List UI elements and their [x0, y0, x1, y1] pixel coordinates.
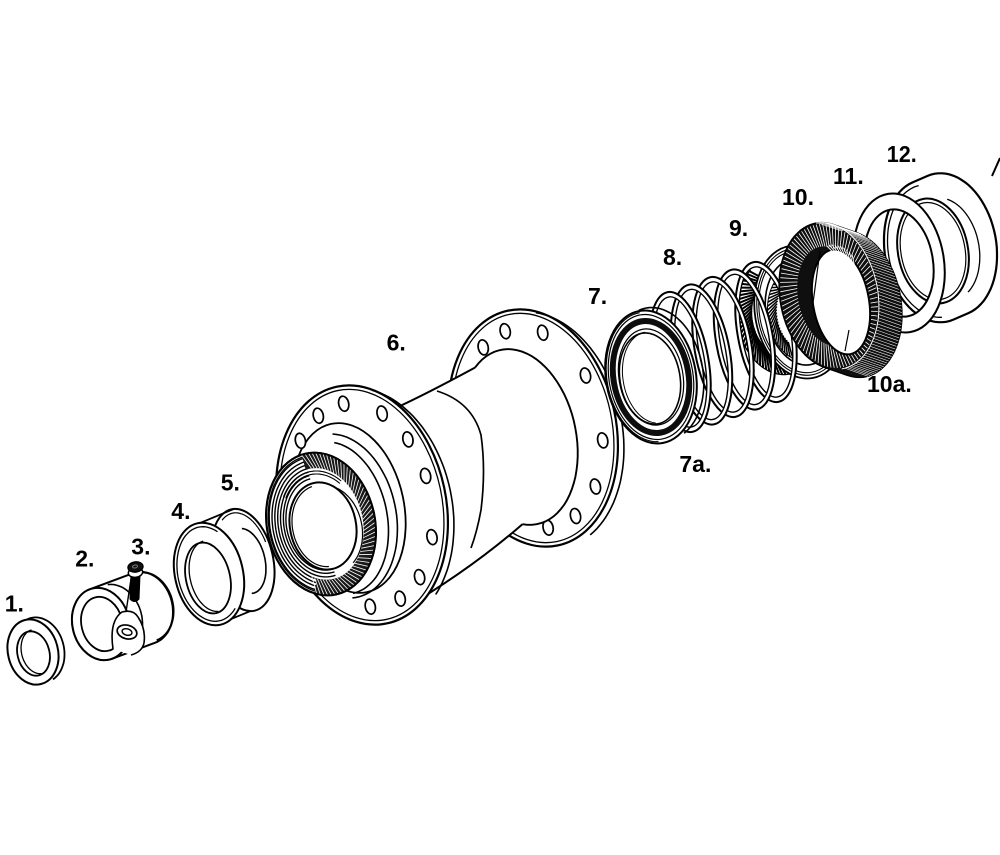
svg-text:3.: 3. — [131, 534, 150, 560]
svg-text:6.: 6. — [387, 330, 406, 356]
svg-text:10a.: 10a. — [867, 371, 912, 397]
svg-text:2.: 2. — [75, 545, 94, 571]
svg-text:7a.: 7a. — [679, 451, 711, 477]
svg-text:8.: 8. — [663, 244, 682, 270]
svg-text:4.: 4. — [171, 498, 190, 524]
svg-text:10.: 10. — [782, 184, 814, 210]
svg-text:11.: 11. — [833, 163, 864, 189]
svg-text:1.: 1. — [5, 591, 24, 617]
svg-text:12.: 12. — [887, 141, 917, 167]
svg-text:9.: 9. — [729, 215, 748, 241]
svg-text:5.: 5. — [221, 470, 240, 496]
svg-text:7.: 7. — [588, 283, 607, 309]
